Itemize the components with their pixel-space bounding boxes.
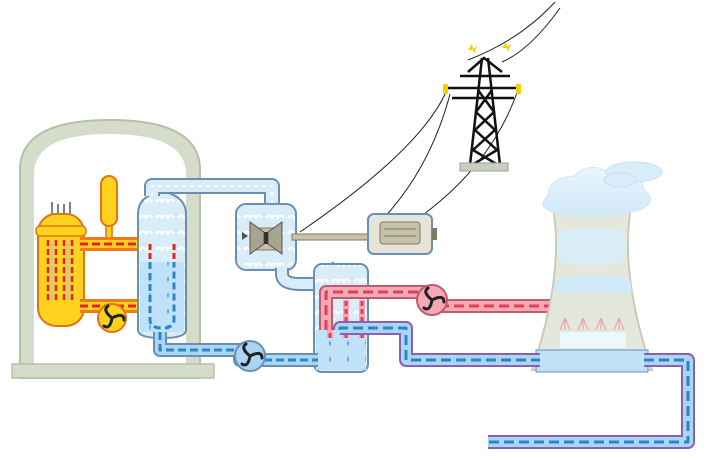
spark-icon	[443, 42, 521, 94]
generator	[367, 213, 437, 255]
cooling-pump-icon	[416, 284, 448, 316]
steam-generator	[137, 180, 187, 340]
feedwater-pump-icon	[234, 340, 266, 372]
turbine-shaft	[291, 233, 375, 241]
turbine	[235, 203, 297, 271]
exhaust-duct	[275, 261, 344, 291]
reactor-vessel	[35, 213, 87, 327]
transmission-tower	[446, 56, 520, 172]
power-lines	[299, 1, 561, 233]
cold-return-line	[333, 321, 695, 449]
steam-line	[144, 178, 280, 204]
cooling-tower	[530, 167, 654, 373]
steam-plume	[603, 161, 663, 188]
primary-pump-icon	[97, 303, 127, 333]
fuel-rods	[46, 240, 74, 302]
